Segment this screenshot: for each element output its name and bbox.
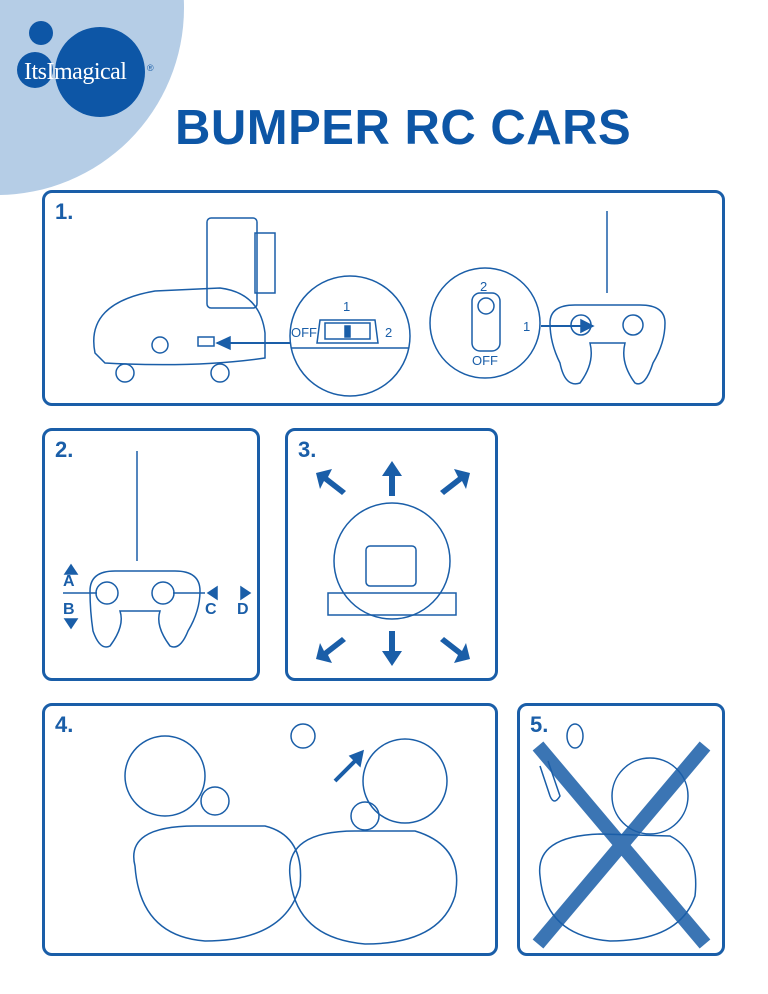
logo-text: ItsImagical <box>24 59 127 85</box>
remote-switch-label-1: 1 <box>523 319 531 334</box>
remote-switch-label-off: OFF <box>472 353 498 368</box>
step-number: 5. <box>530 712 549 737</box>
switch-label-2: 2 <box>385 325 393 340</box>
label-a: A <box>63 573 75 590</box>
bumper-cars-illustration <box>124 723 458 945</box>
step-2-panel: 2. A B C D <box>42 428 260 681</box>
remote-control-illustration <box>63 451 252 648</box>
page-title: BUMPER RC CARS <box>175 101 632 155</box>
switch-label-1: 1 <box>343 299 351 314</box>
brand-logo: ItsImagical ® <box>0 0 200 170</box>
step-3-panel: 3. <box>285 428 498 681</box>
warning-small-parts-illustration <box>532 723 711 949</box>
car-switch-illustration <box>93 211 666 397</box>
step-number: 3. <box>298 437 317 462</box>
switch-label-off: OFF <box>291 325 317 340</box>
label-c: C <box>205 601 217 618</box>
step-4-panel: 4. <box>42 703 498 956</box>
step-number: 4. <box>55 712 74 737</box>
remote-switch-label-2: 2 <box>480 279 488 294</box>
step-1-panel: 1. OFF 1 2 2 1 OFF <box>42 190 725 406</box>
car-directions-illustration <box>316 461 470 666</box>
label-b: B <box>63 601 75 618</box>
label-d: D <box>237 601 249 618</box>
registered-mark: ® <box>147 63 154 73</box>
step-5-panel: 5. <box>517 703 725 956</box>
step-number: 1. <box>55 199 74 224</box>
step-number: 2. <box>55 437 74 462</box>
